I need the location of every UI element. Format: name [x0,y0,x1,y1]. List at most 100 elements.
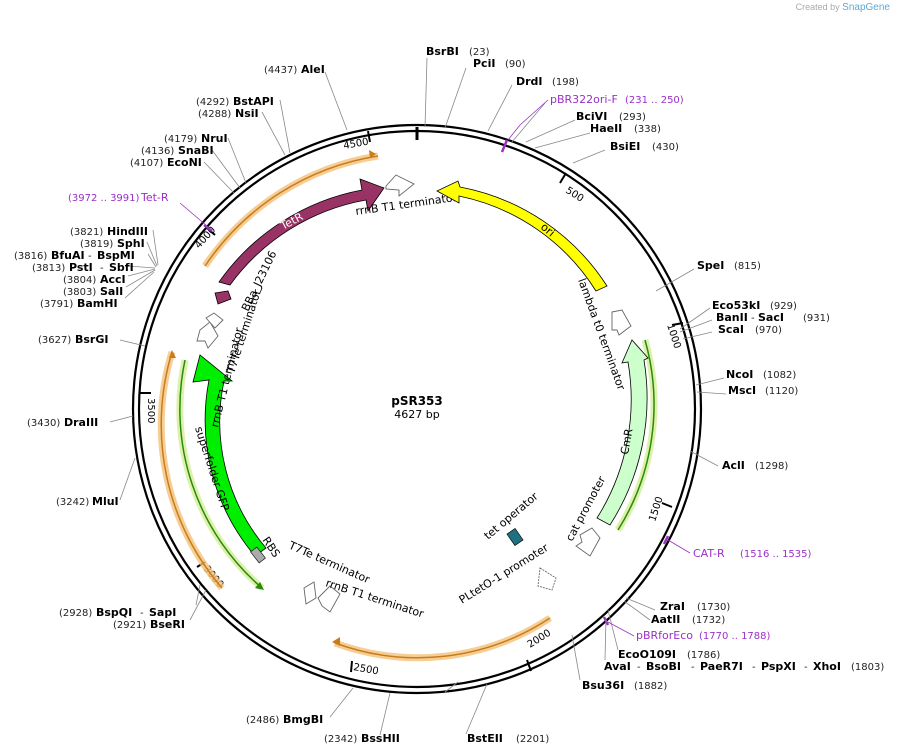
site-ncoi-pos: (1082) [763,370,796,381]
primer-pbrforeco-name: pBRforEco [636,629,693,642]
primer-pbr322ori-name: pBR322ori-F [550,93,618,106]
tick-label-2500: 2500 [352,662,379,677]
site-draiii-name: DraIII [64,416,98,429]
leader-lines [109,57,727,736]
site-sapi-name: SapI [149,606,176,619]
plasmid-name: pSR353 [391,394,443,408]
tick-2000 [526,659,532,672]
feature-bba-j23106[interactable] [214,290,232,305]
site-bsteii-pos: (2201) [516,734,549,745]
feature-rrnb-top[interactable] [385,174,415,197]
site-bspmi-name: BspMI [97,249,135,262]
primer-catr-name: CAT-R [693,547,725,560]
site-bfuai-pos: (3816) [14,251,47,262]
tick-label-1500: 1500 [647,495,665,523]
orf-arrow-tetr [369,150,376,158]
feature-t7te-bottom[interactable] [303,581,317,605]
site-sphi-name: SphI [117,237,145,250]
site-mlui-pos: (3242) [56,497,89,508]
site-drdi-pos: (198) [552,77,579,88]
site-bseri-pos: (2921) [113,620,146,631]
primer-mark-tetr [203,224,213,232]
primer-tetr-name: Tet-R [140,191,169,204]
site-msci-pos: (1120) [765,386,798,397]
site-avai-name: AvaI [604,660,631,673]
primer-mark-catr [662,535,670,545]
feature-t7te-left[interactable] [205,312,224,329]
site-acli-pos: (1298) [755,461,788,472]
site-bamhi-name: BamHI [77,297,118,310]
site-bsu36i-pos: (1882) [634,681,667,692]
orf-arc-tetr-line [204,155,379,267]
site-bsiei-pos: (430) [652,142,679,153]
site-xhoi-name: XhoI [813,660,841,673]
feature-cmr[interactable] [596,339,649,526]
label-pltet-promoter: PLtetO-1 promoter [457,541,551,607]
site-bstapi-pos: (4292) [196,97,229,108]
tick-label-3500: 3500 [145,398,156,423]
tick-1000 [671,322,684,326]
orf-arrow-left [169,350,176,358]
site-sali-name: SalI [100,285,123,298]
primer-labels: pBR322ori-F (231 .. 250) CAT-R (1516 .. … [68,93,812,642]
feature-tetr[interactable] [218,178,385,286]
site-bspqi-dash: - [140,608,144,619]
feature-rbs[interactable] [250,546,266,564]
site-bsrgi-name: BsrGI [75,333,108,346]
site-spei-name: SpeI [697,259,724,272]
primer-tetr-range: (3972 .. 3991) [68,193,140,204]
feature-ori[interactable] [436,180,608,292]
site-acci-name: AccI [100,273,126,286]
site-drdi-name: DrdI [516,75,543,88]
site-snabi-name: SnaBI [178,144,214,157]
site-ncoi-name: NcoI [726,368,753,381]
primer-pbr322ori-range: (231 .. 250) [625,95,684,106]
site-sali-pos: (3803) [63,287,96,298]
credit-prefix: Created by [795,2,840,12]
site-sphi-pos: (3819) [80,239,113,250]
site-nsii-name: NsiI [235,107,259,120]
primer-leaders [179,99,691,637]
site-bsteii-name: BstEII [467,732,503,745]
label-rrnb-bottom: rrnB T1 terminator [324,576,426,620]
site-eco53ki-pos: (929) [770,301,797,312]
site-mlui-name: MluI [92,495,119,508]
feature-cat-promoter[interactable] [575,527,601,557]
site-nsii-pos: (4288) [198,109,231,120]
site-acci-pos: (3804) [63,275,96,286]
site-bcivi-name: BciVI [576,110,607,123]
site-aatii-pos: (1732) [692,615,725,626]
site-banii-dash: - [751,313,755,324]
orf-arc-gfp-line [179,359,263,589]
site-banii-pos: (931) [803,313,830,324]
site-bamhi-pos: (3791) [40,299,73,310]
site-banii-name: BanII [716,311,748,324]
feature-superfolder-gfp[interactable] [192,354,267,557]
site-bsshii-pos: (2342) [324,734,357,745]
site-pspxi-name: PspXI [761,660,796,673]
feature-tet-operator[interactable] [506,527,524,547]
site-sbfi-name: SbfI [109,261,134,274]
site-bmgbi-pos: (2486) [246,715,279,726]
orf-arc-bottom-line [334,617,551,659]
site-bsrbi-pos: (23) [469,47,490,58]
site-bsobi-dash: - [691,662,695,673]
site-psti-pos: (3813) [32,263,65,274]
credit-brand: SnapGene [842,2,890,13]
tick-label-4500: 4500 [343,137,370,152]
feature-rrnb-bottom[interactable] [317,585,341,613]
site-draiii-pos: (3430) [27,418,60,429]
site-econi-pos: (4107) [130,158,163,169]
site-xhoi-pos: (1803) [851,662,884,673]
tick-500 [559,172,567,184]
feature-lambda-t0[interactable] [611,309,632,336]
site-bcivi-pos: (293) [619,112,646,123]
orf-arrow-bottom [332,637,340,646]
site-eco53ki-name: Eco53kI [712,299,760,312]
feature-pltet-promoter[interactable] [537,567,557,591]
site-aatii-name: AatII [651,613,680,626]
site-bsrgi-pos: (3627) [38,335,71,346]
backbone-outer [131,123,703,695]
site-spei-pos: (815) [734,261,761,272]
site-pspxi-dash: - [804,662,808,673]
